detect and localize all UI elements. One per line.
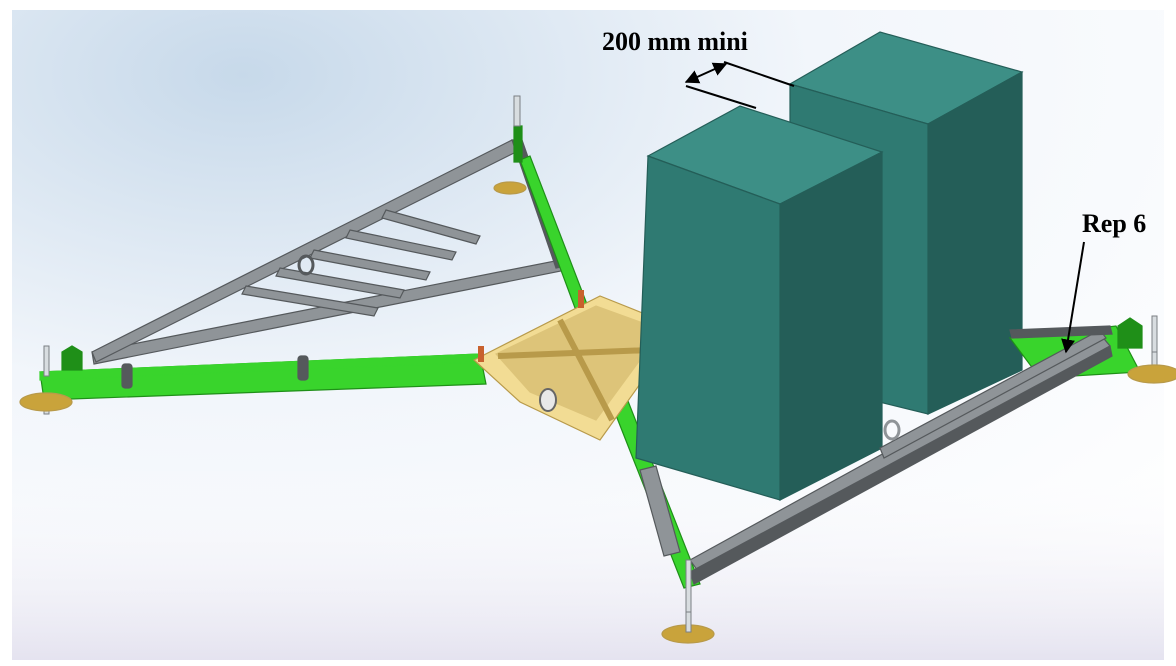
reference-annotation: Rep 6	[1061, 209, 1146, 354]
front-box-front	[635, 155, 781, 501]
rear-box-side	[927, 70, 1023, 415]
ladder-tab	[297, 355, 309, 381]
foot-bracket	[61, 345, 83, 371]
leveling-screw	[43, 345, 50, 377]
foot-pad	[19, 392, 73, 412]
reference-label: Rep 6	[1082, 209, 1146, 238]
leveling-foot-back	[493, 181, 527, 195]
lifting-eye	[883, 419, 901, 441]
front-teal-box	[635, 105, 884, 501]
right-top-rail	[1009, 325, 1113, 339]
leveling-screw	[1151, 315, 1158, 355]
hub-caster-wheel	[539, 388, 557, 412]
back-green-strut	[513, 95, 591, 317]
ladder-rung	[345, 229, 457, 261]
hub-red-fastener	[478, 346, 484, 362]
leveling-screw	[685, 559, 692, 613]
clearance-annotation: 200 mm mini	[602, 27, 795, 109]
leveling-screw	[685, 611, 692, 633]
right-back-rail	[879, 329, 1107, 459]
leveling-foot-front	[661, 559, 715, 644]
clearance-leader-line	[723, 61, 795, 87]
ladder-tab	[121, 363, 133, 389]
foot-bracket	[1117, 317, 1143, 349]
floor-shading	[12, 460, 1164, 660]
right-front-rail-lower	[689, 345, 1113, 585]
front-strut-gray-brace	[639, 465, 681, 557]
leveling-foot-right	[1117, 315, 1176, 384]
foot-pad	[1127, 364, 1176, 384]
front-box-side	[779, 151, 883, 501]
leveling-foot-left	[19, 345, 83, 415]
right-frame	[689, 325, 1141, 585]
foot-pad	[493, 181, 527, 195]
hub-red-fastener	[578, 290, 584, 308]
clearance-label: 200 mm mini	[602, 27, 748, 56]
ladder-rung	[275, 267, 405, 299]
back-leveling-screw	[513, 95, 521, 127]
back-strut-top	[513, 125, 523, 163]
ladder-rung	[309, 249, 431, 281]
ladder-rung	[241, 285, 379, 317]
reference-leader-arrow	[1061, 241, 1085, 354]
hub-cross-brace	[557, 318, 615, 422]
lifting-eye	[297, 254, 315, 276]
ladder-rung	[381, 209, 481, 245]
clearance-dimension-arrow	[684, 62, 728, 84]
clearance-leader-line	[685, 85, 757, 109]
left-green-arm	[39, 353, 487, 401]
center-hub	[472, 290, 681, 441]
